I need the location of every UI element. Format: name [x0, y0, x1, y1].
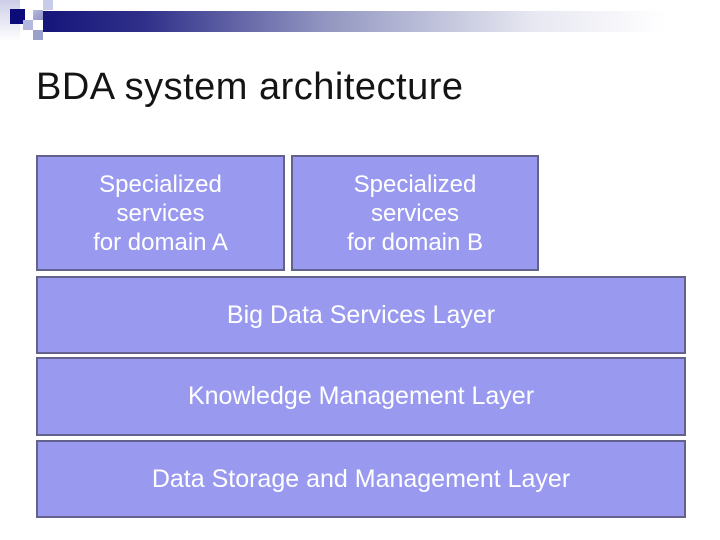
header-gradient-bar: [43, 11, 720, 32]
domain-b-box: Specialized services for domain B: [291, 155, 539, 271]
pixel-square-left: [23, 20, 33, 30]
data-storage-management-layer-box: Data Storage and Management Layer: [36, 440, 686, 518]
slide-title: BDA system architecture: [36, 66, 464, 108]
pixel-square-top: [43, 0, 53, 10]
knowledge-management-layer-box: Knowledge Management Layer: [36, 357, 686, 436]
knowledge-management-layer-label: Knowledge Management Layer: [187, 382, 535, 410]
domain-b-label: Specialized services for domain B: [346, 170, 484, 256]
big-data-services-layer-label: Big Data Services Layer: [226, 300, 496, 329]
pixel-navy-square: [10, 9, 25, 24]
pixel-square-bottom: [33, 30, 43, 40]
data-storage-management-layer-label: Data Storage and Management Layer: [151, 464, 571, 493]
domain-a-box: Specialized services for domain A: [36, 155, 285, 271]
big-data-services-layer-box: Big Data Services Layer: [36, 276, 686, 354]
pixel-square-mid: [33, 10, 43, 20]
domain-a-label: Specialized services for domain A: [93, 170, 228, 256]
